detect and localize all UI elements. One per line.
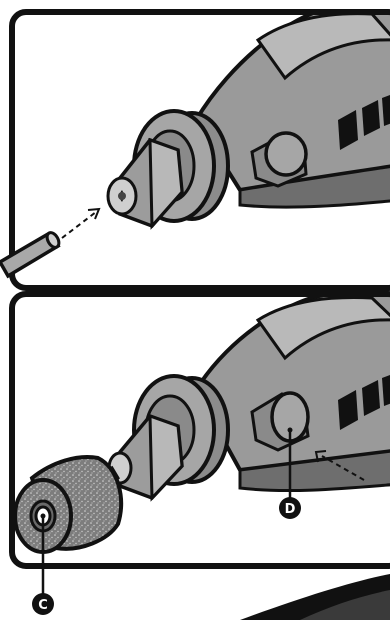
insertion-arrow: [62, 209, 99, 238]
callout-c-label: C: [38, 598, 48, 613]
panel-lock-shaft: D C: [12, 294, 390, 615]
panel-insert-shank: [0, 8, 390, 288]
callout-d-label: D: [285, 502, 296, 517]
sanding-band-drum: [15, 457, 121, 552]
